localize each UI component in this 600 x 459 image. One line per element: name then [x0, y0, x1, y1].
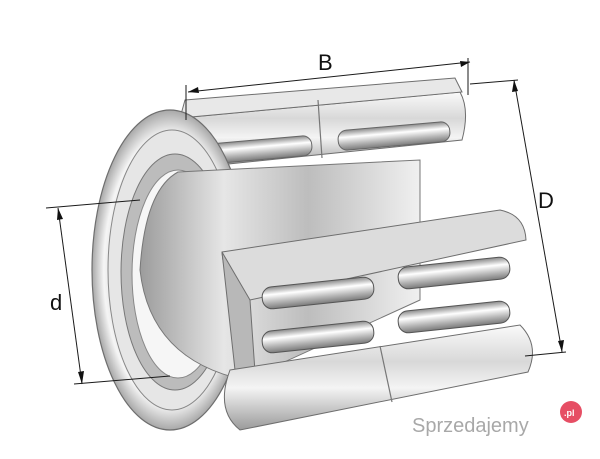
- watermark-badge: .pl: [564, 408, 575, 418]
- roller: [397, 256, 511, 290]
- label-d-outer: D: [538, 188, 554, 213]
- dimension-d-inner: d: [45, 199, 171, 385]
- watermark-logo: Sprzedajemy .pl: [412, 401, 582, 437]
- roller: [397, 300, 511, 334]
- roller: [261, 320, 375, 354]
- dimension-d-outer: D: [469, 79, 567, 357]
- front-roller-row: [261, 256, 511, 354]
- outer-ring-bottom: [223, 324, 533, 431]
- dimension-b: B: [185, 50, 471, 120]
- inner-ring-section: [221, 209, 527, 373]
- top-roller-row: [199, 121, 451, 165]
- roller: [337, 121, 451, 151]
- watermark-text: Sprzedajemy: [412, 415, 529, 437]
- roller: [261, 276, 375, 310]
- watermark-badge-icon: [560, 401, 582, 423]
- label-d-inner: d: [50, 290, 62, 315]
- label-b: B: [318, 50, 333, 75]
